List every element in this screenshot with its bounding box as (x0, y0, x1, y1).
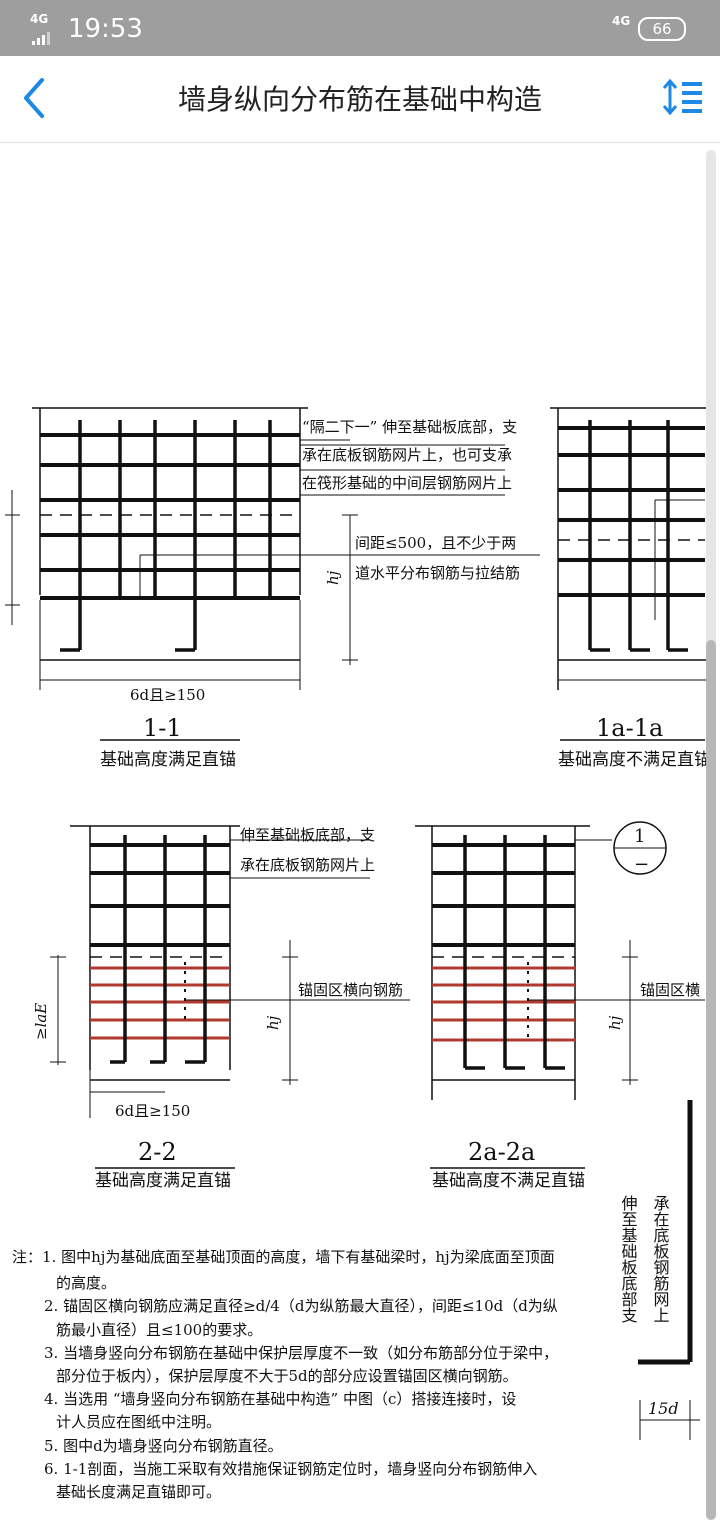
f1-note-line3: 在筏形基础的中间层钢筋网片上 (302, 474, 512, 492)
f1-note-line2: 承在底板钢筋网片上，也可支承 (302, 446, 512, 464)
sort-list-icon (662, 78, 702, 116)
clock: 19:53 (68, 14, 143, 44)
f1-spacing-line2: 道水平分布钢筋与拉结筋 (355, 564, 520, 582)
status-bar: 4G 19:53 4G 66 (0, 0, 720, 56)
f1-note-line1: “隔二下一” 伸至基础板底部，支 (302, 418, 517, 436)
network-type-right: 4G (612, 14, 631, 28)
figure-2-2-drawing (50, 825, 410, 1169)
note-line: 基础长度满足直锚即可。 (56, 1483, 222, 1501)
side-note-line1: 伸至基础板底部支 (619, 1195, 638, 1323)
note-line: 的高度。 (56, 1274, 117, 1292)
f2-lae-label: ≥laE (32, 1003, 50, 1040)
network-type-left: 4G (30, 12, 49, 26)
f1a-section-code: 1a-1a (596, 714, 663, 742)
f2a-section-code: 2a-2a (468, 1138, 535, 1166)
side-detail-drawing (638, 1100, 700, 1440)
note-line: 2. 锚固区横向钢筋应满足直径≥d/4（d为纵筋最大直径），间距≤10d（d为纵 (44, 1297, 558, 1315)
note-line: 6. 1-1剖面，当施工采取有效措施保证钢筋定位时，墙身竖向分布钢筋伸入 (44, 1460, 538, 1478)
document-viewer[interactable]: “隔二下一” 伸至基础板底部，支 承在底板钢筋网片上，也可支承 在筏形基础的中间… (0, 143, 720, 1520)
note-line: 部分位于板内），保护层厚度不大于5d的部分应设置锚固区横向钢筋。 (56, 1367, 518, 1385)
note-line: 4. 当选用 “墙身竖向分布钢筋在基础中构造” 中图（c）搭接连接时，设 (44, 1390, 517, 1408)
note-line: 筋最小直径）且≤100的要求。 (56, 1321, 263, 1339)
scrollbar-thumb[interactable] (706, 640, 716, 1520)
f2a-caption: 基础高度不满足直锚 (432, 1171, 585, 1191)
f1a-caption: 基础高度不满足直锚 (558, 750, 711, 770)
signal-icon (32, 26, 52, 45)
f1-hj-label: hj (324, 570, 342, 585)
f2a-anchor-label: 锚固区横 (640, 981, 700, 999)
back-button[interactable] (18, 74, 58, 124)
side-dim-label: 15d (648, 1399, 679, 1418)
side-note-line2: 承在底板钢筋网上 (651, 1195, 670, 1323)
f2a-hj-label: hj (606, 1015, 624, 1030)
construction-drawing: “隔二下一” 伸至基础板底部，支 承在底板钢筋网片上，也可支承 在筏形基础的中间… (5, 407, 711, 1440)
note-line: 注：1. 图中hj为基础底面至基础顶面的高度，墙下有基础梁时，hj为梁底面至顶面 (12, 1248, 555, 1266)
f2-anchor-label: 锚固区横向钢筋 (298, 981, 403, 999)
f1-section-code: 1-1 (143, 714, 182, 742)
f2-note-line2: 承在底板钢筋网片上 (240, 856, 375, 874)
f2-hj-label: hj (264, 1015, 282, 1030)
f1-caption: 基础高度满足直锚 (100, 750, 236, 770)
chevron-left-icon (24, 78, 44, 118)
battery-indicator: 66 (638, 17, 686, 41)
f1-spacing-line1: 间距≤500，且不少于两 (355, 534, 516, 552)
toc-button[interactable] (660, 76, 704, 120)
title-bar: 墙身纵向分布筋在基础中构造 (0, 56, 720, 143)
f1-dim-label: 6d且≥150 (130, 686, 205, 704)
note-line: 5. 图中d为墙身竖向分布钢筋直径。 (44, 1437, 283, 1455)
note-line: 3. 当墙身竖向分布钢筋在基础中保护层厚度不一致（如分布筋部分位于梁中， (44, 1344, 559, 1362)
f2a-circle-top: 1 (634, 826, 645, 847)
f2-caption: 基础高度满足直锚 (95, 1171, 231, 1191)
scrollbar[interactable] (706, 150, 716, 1520)
f2-note-line1: 伸至基础板底部，支 (240, 826, 375, 844)
f2a-circle-bottom: − (634, 854, 649, 875)
page-title: 墙身纵向分布筋在基础中构造 (177, 83, 542, 116)
figure-2a-2a-drawing (415, 821, 705, 1169)
figure-1a-1a-drawing (550, 407, 710, 741)
f2-dim-label: 6d且≥150 (115, 1102, 190, 1120)
f2-section-code: 2-2 (138, 1138, 177, 1166)
figure-1-1-drawing (5, 407, 540, 741)
note-line: 计人员应在图纸中注明。 (56, 1413, 222, 1431)
